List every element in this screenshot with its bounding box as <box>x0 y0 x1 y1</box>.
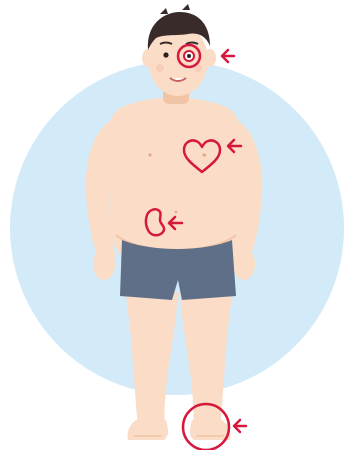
right-foot <box>190 420 231 440</box>
left-hand <box>93 248 115 280</box>
left-foot <box>127 420 168 440</box>
arrow-icon <box>222 50 234 62</box>
arrow-icon <box>234 420 246 432</box>
right-hand <box>233 248 255 280</box>
